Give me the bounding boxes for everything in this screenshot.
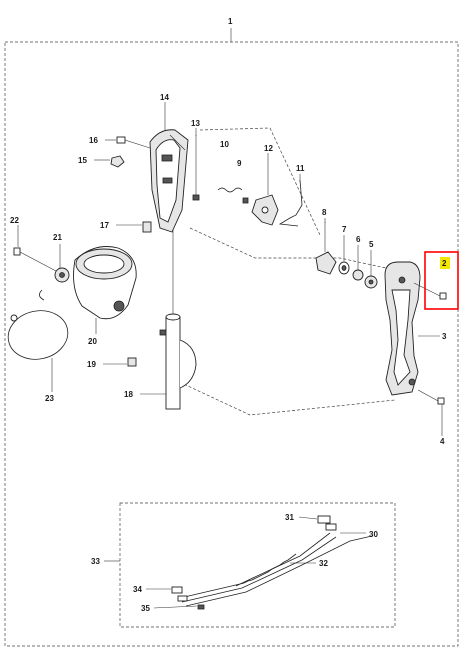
callout-33[interactable]: 33 [91,557,100,566]
pin-13-part [192,135,200,201]
highlight-box-part-2[interactable] [424,251,459,310]
highlight-label-bg [440,257,450,269]
callout-34[interactable]: 34 [133,585,142,594]
callout-18[interactable]: 18 [124,390,133,399]
callout-30[interactable]: 30 [369,530,378,539]
knob-21-part [54,267,70,283]
strap-23-part [7,289,69,360]
callout-13[interactable]: 13 [191,119,200,128]
callout-16[interactable]: 16 [89,136,98,145]
trigger-12-part [251,194,279,226]
screw-16-part [116,136,151,149]
screw-2-part [413,282,447,300]
callout-6[interactable]: 6 [356,235,361,244]
callout-20[interactable]: 20 [88,337,97,346]
callout-21[interactable]: 21 [53,233,62,242]
terminal-35-part [197,604,205,610]
bracket-20-part [73,246,137,320]
callout-8[interactable]: 8 [322,208,327,217]
washer-7-part [338,261,350,275]
callout-10[interactable]: 10 [220,140,229,149]
callout-9[interactable]: 9 [237,159,242,168]
handle-housing-part [149,129,189,233]
callout-12[interactable]: 12 [264,144,273,153]
harness-32-part [179,532,373,607]
connector-34-part [171,586,188,602]
callout-32[interactable]: 32 [319,559,328,568]
nut-6-part [352,269,364,281]
wiring-kit-frame [119,502,396,628]
callout-17[interactable]: 17 [100,221,109,230]
assembly-line-handle [199,127,321,236]
callout-15[interactable]: 15 [78,156,87,165]
callout-22[interactable]: 22 [10,216,19,225]
handle-grip-3-part [384,261,421,396]
lever-8-part [315,222,337,275]
callout-35[interactable]: 35 [141,604,150,613]
connector-31-part [317,515,337,531]
callout-31[interactable]: 31 [285,513,294,522]
cable-11-part [278,179,303,227]
callout-23[interactable]: 23 [45,394,54,403]
clip-19-part [127,329,167,367]
bolt-22-part [13,247,57,272]
leader-35 [153,605,198,609]
callout-19[interactable]: 19 [87,360,96,369]
callout-11[interactable]: 11 [296,164,305,173]
leader-31 [298,516,318,520]
cap-5-part [364,275,378,289]
callout-14[interactable]: 14 [160,93,169,102]
screw-4-part [417,389,445,405]
assembly-frame [4,41,459,647]
assembly-number: 1 [228,17,233,26]
clamp-17-part [142,221,152,233]
callout-7[interactable]: 7 [342,225,347,234]
callout-4[interactable]: 4 [440,437,445,446]
assembly-line-upper [189,227,396,271]
callout-3[interactable]: 3 [442,332,447,341]
shaft-18-part [165,230,197,410]
callout-2[interactable]: 2 [442,259,447,268]
assembly-line-tube [174,379,396,416]
spring-9-10-part [217,187,249,204]
nut-15-part [110,155,125,168]
callout-5[interactable]: 5 [369,240,374,249]
